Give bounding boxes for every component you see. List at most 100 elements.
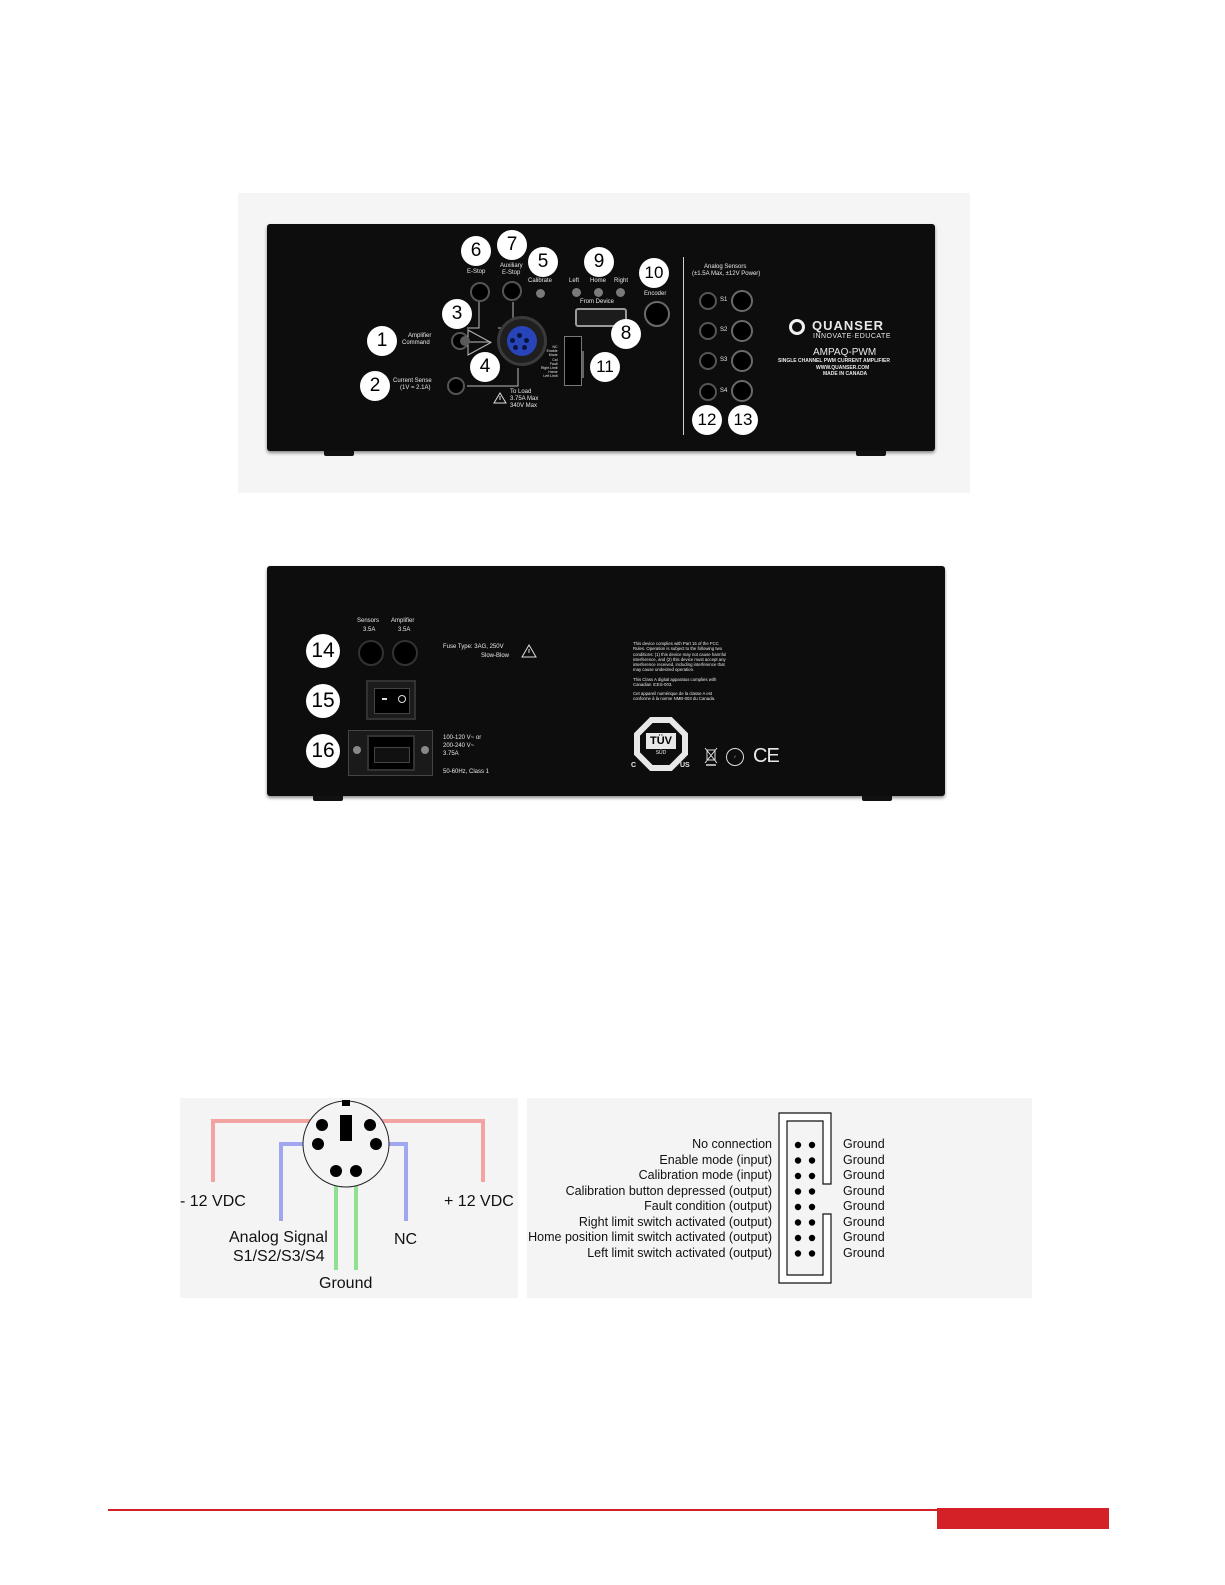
from-device-label: From Device (580, 299, 615, 305)
load-connector (497, 316, 547, 366)
pin-label: Left limit switch activated (output) (587, 1245, 772, 1260)
pin-label: Ground (843, 1214, 885, 1229)
header-connector-drawing (778, 1112, 832, 1284)
nmb-notice: Cet appareil numérique de la classe A es… (633, 691, 716, 702)
power-inlet (348, 730, 433, 776)
sensor-din-s4 (731, 380, 753, 402)
amp-indicator-led (460, 336, 470, 346)
warning-icon (521, 644, 537, 658)
aux-estop-jack (502, 281, 522, 301)
header-pinout-diagram: No connection Enable mode (input) Calibr… (527, 1098, 1032, 1298)
pin-label: Ground (843, 1199, 885, 1213)
pin-label: Ground (843, 1245, 885, 1260)
fuse-holder-amp (392, 640, 418, 666)
aux-estop-label-2: E-Stop (502, 270, 521, 276)
sensor-jack-s2 (699, 322, 717, 340)
analog-signal-channels: S1/S2/S3/S4 (233, 1248, 325, 1265)
fuse-type-label-2: Slow-Blow (481, 653, 510, 659)
pin-label: No connection (692, 1137, 772, 1151)
pin-label: Right limit switch activated (output) (578, 1214, 772, 1229)
callout-8: 8 (611, 319, 641, 349)
ground-label: Ground (319, 1275, 373, 1292)
callout-3: 3 (442, 299, 472, 329)
fuse-amp-rating: 3.5A (398, 627, 411, 633)
encoder-connector (644, 301, 670, 327)
calibrate-label: Calibrate (528, 278, 553, 284)
callout-11: 11 (590, 352, 620, 382)
calibrate-led (536, 289, 545, 298)
sensor-jack-s3 (699, 352, 717, 370)
ce-mark: CE (753, 745, 780, 767)
amp-command-label-2: Command (402, 340, 430, 346)
power-rating-2: 200-240 V~ (443, 743, 475, 749)
current-sense-label: Current Sense (393, 378, 432, 384)
pin-label: Calibration button depressed (output) (565, 1183, 772, 1198)
sensor-label-s2: S2 (720, 327, 728, 333)
from-device-connector (575, 308, 627, 327)
led-home-label: Home (590, 278, 607, 284)
pin-label: Ground (843, 1137, 885, 1151)
sensor-din-s2 (731, 320, 753, 342)
led-right-label: Right (614, 278, 629, 284)
callout-2: 2 (360, 371, 390, 401)
panel-foot (313, 796, 343, 801)
current-sense-label-2: (1V = 2.1A) (400, 385, 431, 391)
power-rating-1: 100-120 V~ or (443, 735, 482, 741)
analog-signal-label: Analog Signal (229, 1229, 328, 1246)
led-home (594, 288, 603, 297)
to-load-label-3: 340V Max (510, 403, 538, 409)
sud-text: SÜD (655, 750, 667, 756)
callout-16: 16 (306, 734, 340, 768)
to-load-label: To Load (510, 389, 532, 395)
pin-label: Fault condition (output) (644, 1199, 772, 1213)
power-rating-4: 50-60Hz, Class 1 (443, 769, 490, 775)
us-mark: US (680, 762, 690, 769)
callout-14: 14 (306, 634, 340, 668)
nc-label: NC (394, 1231, 418, 1248)
pin-label: Ground (843, 1230, 885, 1244)
model-name: AMPAQ-PWM (813, 347, 877, 358)
callout-4: 4 (470, 352, 500, 382)
panel-divider (683, 257, 684, 435)
to-load-label-2: 3.75A Max (510, 396, 539, 402)
fuse-sensors-rating: 3.5A (363, 627, 376, 633)
pin-label: Home position limit switch activated (ou… (528, 1230, 772, 1244)
led-left (572, 288, 581, 297)
callout-12: 12 (692, 405, 722, 435)
current-sense-jack (447, 377, 465, 395)
front-panel-lines (467, 302, 584, 387)
weee-icon (704, 747, 718, 766)
panel-foot (324, 451, 354, 456)
model-description: SINGLE CHANNEL PWM CURRENT AMPLIFIER (778, 358, 890, 364)
panel-foot (856, 451, 886, 456)
sensor-jack-s1 (699, 292, 717, 310)
made-in: MADE IN CANADA (823, 371, 868, 377)
callout-15: 15 (306, 684, 340, 718)
panel-foot (862, 796, 892, 801)
encoder-label: Encoder (644, 291, 667, 297)
rohs-icon: ✓ (726, 748, 744, 766)
pin-label: Ground (843, 1183, 885, 1198)
status-header-connector (564, 336, 582, 386)
din-wiring (211, 1100, 485, 1270)
led-left-label: Left (569, 278, 580, 284)
e-stop-jack (470, 282, 490, 302)
sensor-din-s3 (731, 350, 753, 372)
power-switch (366, 680, 416, 720)
sensor-jack-s4 (699, 383, 717, 401)
callout-6: 6 (461, 236, 491, 266)
c-mark: C (631, 762, 637, 769)
front-panel-photo: E-Stop Auxiliary E-Stop Calibrate Left H… (238, 193, 970, 493)
pin-label: Enable mode (input) (659, 1152, 772, 1167)
sensor-label-s1: S1 (720, 297, 728, 303)
callout-9: 9 (584, 247, 614, 277)
power-rating-3: 3.75A (443, 751, 459, 757)
callout-1: 1 (367, 326, 397, 356)
header-right-labels: Ground Ground Ground Ground Ground Groun… (843, 1137, 885, 1261)
pin-label: Calibration mode (input) (638, 1168, 772, 1182)
tuv-text: TÜV (646, 733, 676, 749)
fcc-notice: This device complies with Part 15 of the… (633, 641, 727, 673)
din-pinout-diagram: - 12 VDC + 12 VDC Analog Signal S1/S2/S3… (180, 1098, 518, 1298)
plus-12vdc-label: + 12 VDC (444, 1193, 514, 1210)
pin-label: Ground (843, 1168, 885, 1182)
